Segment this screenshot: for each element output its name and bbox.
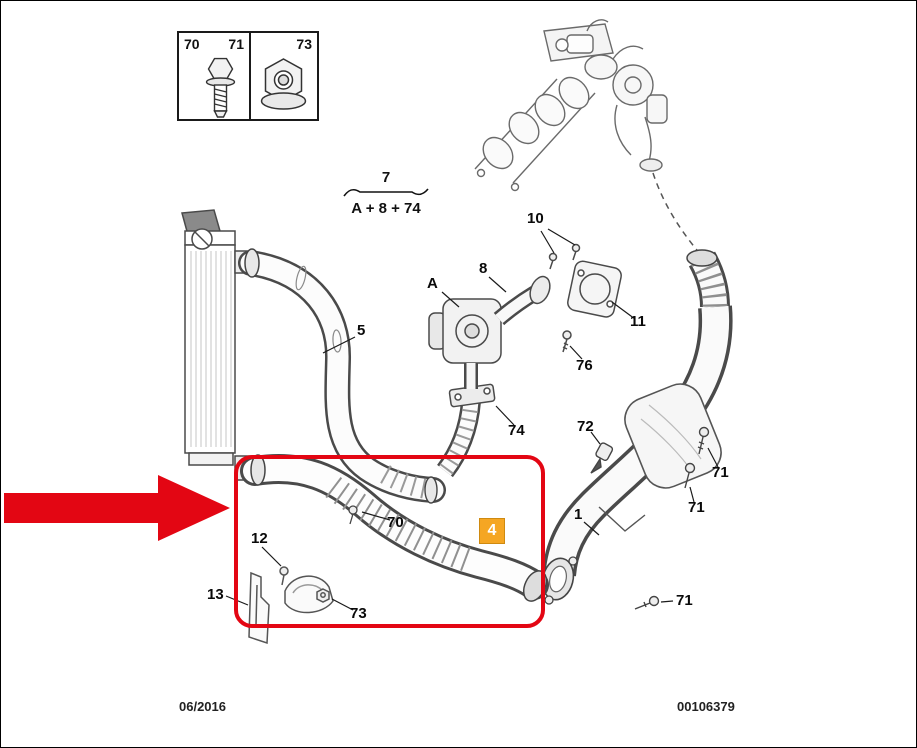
intercooler-art	[181, 209, 252, 481]
part-label-10: 10	[527, 210, 544, 227]
fraction-line	[343, 188, 429, 197]
assembly-note: 7 A + 8 + 74	[341, 169, 431, 217]
legend-label-nut: 73	[296, 36, 312, 52]
flange-nut-icon	[260, 58, 307, 110]
legend-cell-nut: 73	[251, 33, 317, 119]
part-label-12: 12	[251, 530, 268, 547]
hose-4-art	[240, 453, 549, 602]
callout-arrow	[4, 475, 230, 541]
part-label-71-bottom: 71	[676, 592, 693, 609]
part-label-73: 73	[350, 605, 367, 622]
assembly-components: A + 8 + 74	[351, 200, 421, 217]
bolt-art	[590, 426, 710, 610]
legend-cell-bolt: 70 71	[179, 33, 251, 119]
fastener-legend: 70 71 73	[177, 31, 319, 121]
part-label-76: 76	[576, 357, 593, 374]
part-label-5: 5	[357, 322, 366, 339]
hose-5-art	[238, 248, 446, 504]
footer-date: 06/2016	[179, 699, 226, 714]
egr-assembly-art	[428, 243, 622, 478]
part-label-1: 1	[574, 506, 583, 523]
part-label-13: 13	[207, 586, 224, 603]
highlight-box	[234, 455, 545, 628]
bolt-icon	[205, 57, 236, 118]
highlight-badge: 4	[479, 518, 505, 544]
alignment-dash-line	[652, 172, 702, 256]
part-label-70: 70	[387, 514, 404, 531]
legend-label-washer: 71	[228, 36, 244, 52]
part-label-11: 11	[630, 313, 646, 330]
part-label-74: 74	[508, 422, 525, 439]
part-label-72: 72	[577, 418, 594, 435]
assembly-number: 7	[381, 169, 391, 186]
part-label-A: A	[427, 275, 438, 292]
footer-doc-number: 00106379	[677, 699, 735, 714]
turbo-assembly-art	[474, 19, 668, 192]
air-duct-1-art	[541, 249, 733, 605]
legend-label-screw: 70	[184, 36, 200, 52]
part-label-71-top: 71	[712, 464, 729, 481]
part-label-71-middle: 71	[688, 499, 705, 516]
part-label-8: 8	[479, 260, 488, 277]
